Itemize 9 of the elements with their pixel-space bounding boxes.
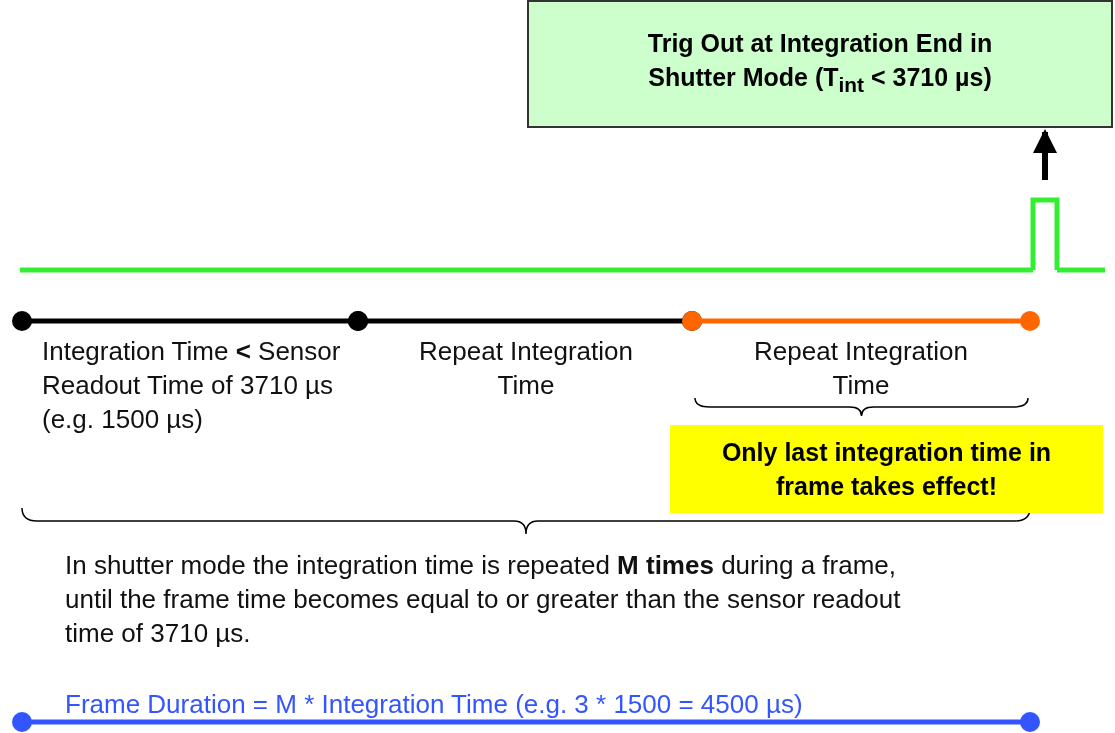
note-box: Only last integration time in frame takes effect! bbox=[670, 425, 1103, 513]
formula-text: Frame Duration = M * Integration Time (e.g. 3 * 1500 = 4500 µs) bbox=[65, 688, 804, 721]
arrow bbox=[1033, 129, 1057, 180]
trigger-output-box: Trig Out at Integration End in Shutter Mode (T$_{int}$ < 3710 µs) bbox=[527, 0, 1113, 128]
segment-label: Repeat Integration Time bbox=[753, 335, 969, 402]
segment-label: Repeat Integration Time bbox=[418, 335, 634, 402]
segment-label: Integration Time < Sensor Readout Time of 3710 µs (e.g. 1500 µs) bbox=[42, 335, 342, 436]
trigger-pulse bbox=[1030, 197, 1060, 270]
description-text: In shutter mode the integration time is repeated M times during a frame, until the frame time becomes equal to or greater than the sensor readout time of 3710 µs. bbox=[65, 549, 902, 650]
